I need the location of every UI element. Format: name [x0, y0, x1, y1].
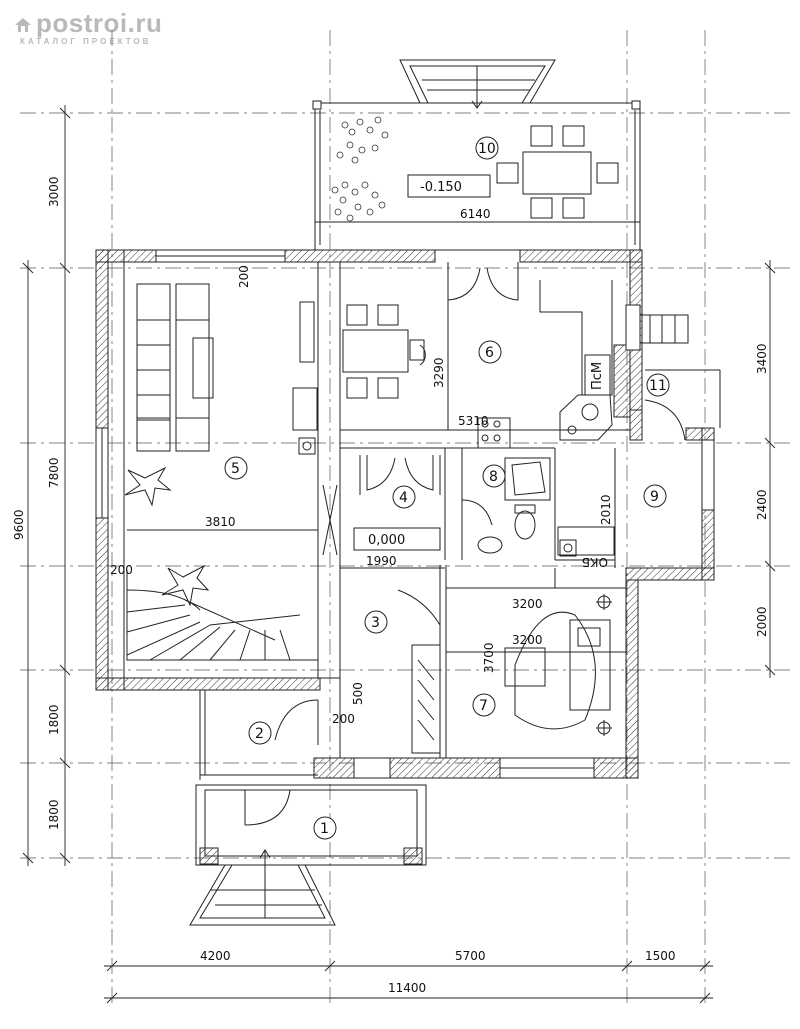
room-number-1: 1	[320, 821, 329, 837]
dim-200-door: 200	[332, 712, 355, 726]
room-number-3: 3	[371, 615, 380, 631]
dim-left-7800: 7800	[47, 457, 61, 488]
exterior-walls	[95, 249, 715, 779]
dim-left-3000: 3000	[47, 176, 61, 207]
house-icon	[15, 18, 31, 32]
room-number-6: 6	[485, 345, 494, 361]
windows	[95, 249, 715, 779]
dim-3200-a: 3200	[512, 597, 543, 611]
bathroom-fixtures	[461, 457, 551, 554]
dim-2010: 2010	[599, 494, 613, 525]
watermark-site: postroi.ru	[36, 8, 163, 38]
watermark: postroi.ru КАТАЛОГ ПРОЕКТОВ	[14, 8, 162, 46]
left-dimension-chain	[22, 105, 71, 866]
dim-right-2000: 2000	[755, 606, 769, 637]
room-number-10: 10	[478, 141, 496, 157]
living-room-furniture	[124, 283, 338, 661]
boiler-label: ОКБ	[582, 555, 608, 569]
hall-elements	[353, 455, 441, 551]
dim-1990: 1990	[366, 554, 397, 568]
right-dimension-chain	[764, 260, 776, 678]
room-markers	[224, 136, 670, 840]
dim-3810: 3810	[205, 515, 236, 529]
dim-left-1800b: 1800	[47, 799, 61, 830]
dim-3290: 3290	[432, 357, 446, 388]
kitchen-furniture	[342, 262, 613, 449]
room-number-9: 9	[650, 489, 659, 505]
dim-3200-b: 3200	[512, 633, 543, 647]
dim-right-3400: 3400	[755, 343, 769, 374]
room-number-11: 11	[649, 378, 667, 394]
dim-bottom-1500: 1500	[645, 949, 676, 963]
terrace	[312, 59, 641, 251]
stove-label: ПсМ	[590, 362, 605, 390]
dim-6140: 6140	[460, 207, 491, 221]
dim-left-9600: 9600	[12, 509, 26, 540]
dim-3700: 3700	[482, 642, 496, 673]
dim-200-stairs: 200	[110, 563, 133, 577]
dim-bottom-11400: 11400	[388, 981, 426, 995]
dim-500: 500	[351, 682, 365, 705]
dim-bottom-4200: 4200	[200, 949, 231, 963]
room-number-4: 4	[399, 490, 408, 506]
terrace-elevation-box	[407, 174, 491, 198]
bottom-dimension-chain	[104, 960, 713, 1004]
watermark-subtitle: КАТАЛОГ ПРОЕКТОВ	[20, 37, 152, 46]
boiler-room	[557, 314, 721, 557]
floor-elevation: 0,000	[368, 533, 405, 548]
dim-right-2400: 2400	[755, 489, 769, 520]
dim-5310: 5310	[458, 414, 489, 428]
room-number-7: 7	[479, 698, 488, 714]
dim-200-top: 200	[237, 265, 251, 288]
entry-elements	[189, 699, 427, 926]
terrace-elevation: -0.150	[420, 180, 462, 195]
room-number-5: 5	[231, 461, 240, 477]
dim-left-1800a: 1800	[47, 704, 61, 735]
room-number-8: 8	[489, 469, 498, 485]
room-number-2: 2	[255, 726, 264, 742]
dim-bottom-5700: 5700	[455, 949, 486, 963]
bedroom-furniture	[397, 568, 626, 754]
